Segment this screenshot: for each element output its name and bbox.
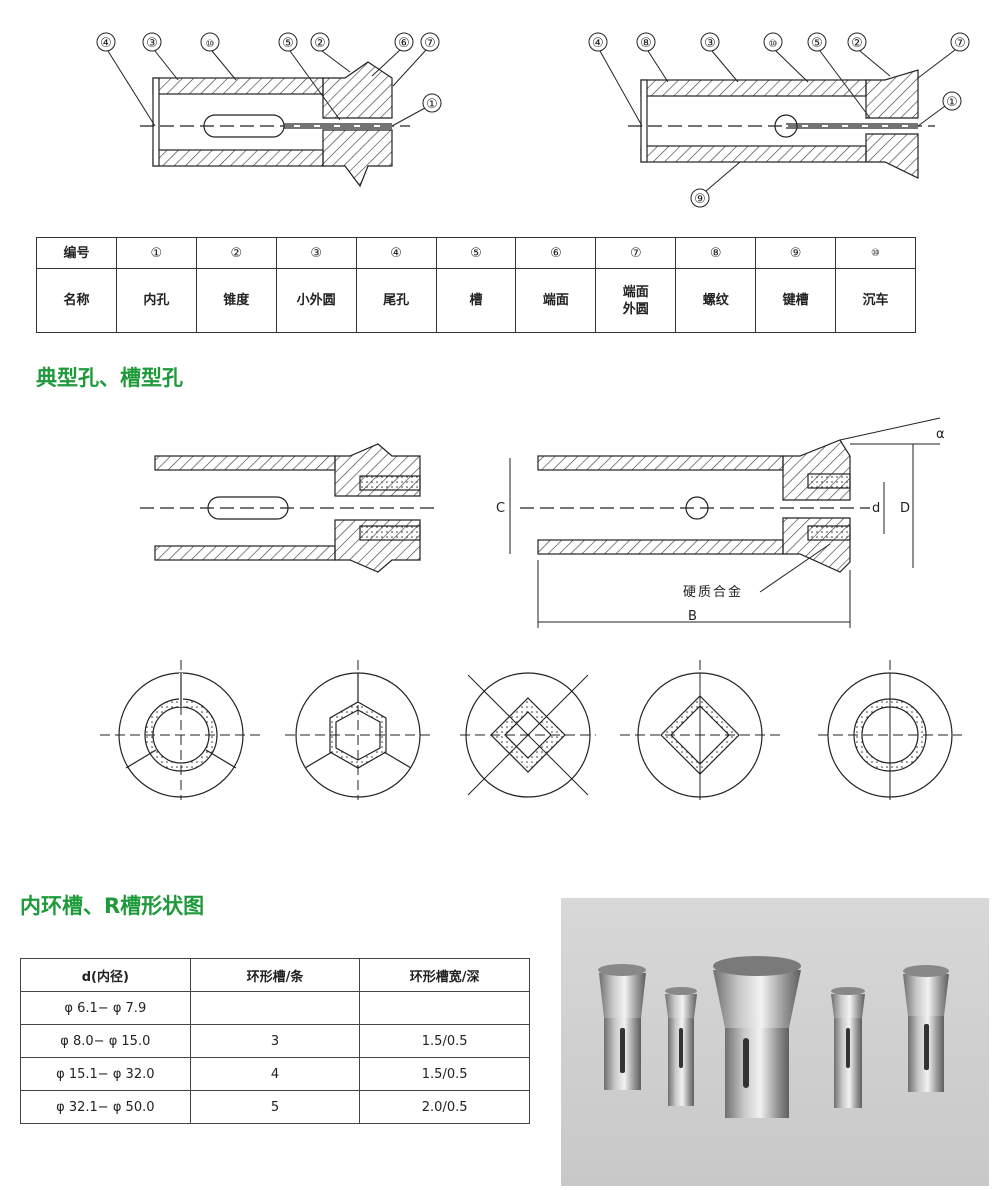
- collet-2: [665, 987, 697, 1106]
- table-row: φ 8.0− φ 15.0 3 1.5/0.5: [20, 1024, 530, 1058]
- dim-alpha: α: [936, 427, 945, 442]
- groove-cell: 5: [189, 1090, 361, 1124]
- collet-1: [598, 964, 646, 1090]
- section-round-split: [818, 660, 962, 800]
- part-name: 端面 外圆: [595, 268, 677, 333]
- table-row: φ 6.1− φ 7.9: [20, 991, 530, 1025]
- right-collet-section: [628, 69, 935, 179]
- section-title-typical-holes: 典型孔、槽型孔: [36, 366, 183, 390]
- dim-B: B: [688, 609, 697, 624]
- part-name: 端面: [515, 268, 597, 333]
- collet-illustration: [598, 956, 949, 1118]
- groove-cell: φ 15.1− φ 32.0: [20, 1057, 191, 1091]
- callout-text: ⑤: [282, 36, 294, 51]
- name-header: 名称: [36, 268, 117, 333]
- callout-text: ④: [592, 36, 604, 51]
- section-cross: [460, 672, 596, 798]
- collet-5: [903, 965, 949, 1092]
- callout-text: ⑩: [769, 39, 778, 50]
- part-name: 小外圆: [275, 268, 357, 333]
- groove-cell: 4: [189, 1057, 361, 1091]
- section-hexagon: [285, 660, 435, 800]
- part-number: ⑥: [515, 237, 597, 269]
- part-number: ②: [195, 237, 277, 269]
- part-number: ⑨: [755, 237, 837, 269]
- collet-photo: [561, 898, 989, 1186]
- callout-text: ⑨: [694, 192, 706, 207]
- callout-text: ④: [100, 36, 112, 51]
- callout-text: ①: [946, 95, 958, 110]
- hard-alloy-label: 硬质合金: [683, 584, 743, 600]
- groove-cell: 1.5/0.5: [359, 1057, 530, 1091]
- part-name: 槽: [435, 268, 517, 333]
- left-callouts: ④ ③ ⑩ ⑤ ② ⑥ ⑦ ①: [96, 32, 442, 127]
- part-number: ④: [355, 237, 437, 269]
- callout-text: ③: [704, 36, 716, 51]
- dimension-labels: C d D B α 硬质合金: [496, 427, 945, 624]
- callout-text: ⑦: [954, 36, 966, 51]
- groove-header: d(内径): [20, 958, 191, 992]
- groove-cell: φ 6.1− φ 7.9: [20, 991, 191, 1025]
- groove-cell: 1.5/0.5: [359, 1024, 530, 1058]
- part-name: 螺纹: [675, 268, 757, 333]
- parts-table: 编号 ① ② ③ ④ ⑤ ⑥ ⑦ ⑧ ⑨ ⑩ 名称 内孔 锥度 小外圆 尾孔 槽…: [36, 237, 916, 333]
- callout-text: ②: [314, 36, 326, 51]
- callout-text: ⑧: [640, 36, 652, 51]
- groove-header: 环形槽/条: [189, 958, 361, 992]
- groove-header: 环形槽宽/深: [359, 958, 530, 992]
- part-number: ⑦: [595, 237, 677, 269]
- typical-collet-left: [140, 443, 440, 573]
- groove-cell: φ 32.1− φ 50.0: [20, 1090, 191, 1124]
- left-collet-section: [140, 61, 410, 188]
- part-name: 锥度: [195, 268, 277, 333]
- callout-text: ⑥: [398, 36, 410, 51]
- number-header: 编号: [36, 237, 117, 269]
- cross-sections: [100, 660, 962, 800]
- table-row: φ 15.1− φ 32.0 4 1.5/0.5: [20, 1057, 530, 1091]
- callout-text: ⑦: [424, 36, 436, 51]
- callout-text: ⑤: [811, 36, 823, 51]
- callout-text: ①: [426, 97, 438, 112]
- part-name: 内孔: [115, 268, 197, 333]
- part-number: ⑤: [435, 237, 517, 269]
- dim-d: d: [872, 501, 880, 516]
- part-number: ⑩: [835, 237, 916, 269]
- typical-collet-right: [509, 417, 941, 628]
- groove-cell: φ 8.0− φ 15.0: [20, 1024, 191, 1058]
- dim-D: D: [900, 501, 910, 516]
- collet-4: [831, 987, 865, 1108]
- callout-text: ⑩: [206, 39, 215, 50]
- callout-text: ③: [146, 36, 158, 51]
- part-name: 键槽: [755, 268, 837, 333]
- dim-c: C: [496, 501, 505, 516]
- part-name: 尾孔: [355, 268, 437, 333]
- mid-drawings: C d D B α 硬质合金: [140, 417, 945, 628]
- section-square: [620, 660, 780, 800]
- part-number: ③: [275, 237, 357, 269]
- part-name: 沉车: [835, 268, 916, 333]
- table-row: φ 32.1− φ 50.0 5 2.0/0.5: [20, 1090, 530, 1124]
- right-callouts: ④ ⑧ ③ ⑩ ⑤ ② ⑦ ① ⑨: [588, 32, 970, 208]
- groove-cell: 3: [189, 1024, 361, 1058]
- top-drawings: ④ ③ ⑩ ⑤ ② ⑥ ⑦ ① ④ ⑧ ③ ⑩ ⑤ ② ⑦ ① ⑨: [96, 32, 970, 208]
- groove-cell: [189, 991, 361, 1025]
- groove-cell: 2.0/0.5: [359, 1090, 530, 1124]
- section-round: [100, 660, 262, 800]
- collet-3: [713, 956, 801, 1118]
- part-number: ⑧: [675, 237, 757, 269]
- callout-text: ②: [851, 36, 863, 51]
- groove-cell: [359, 991, 530, 1025]
- part-number: ①: [115, 237, 197, 269]
- section-title-grooves: 内环槽、R槽形状图: [20, 894, 205, 918]
- groove-table: d(内径) 环形槽/条 环形槽宽/深 φ 6.1− φ 7.9 φ 8.0− φ…: [20, 958, 530, 1124]
